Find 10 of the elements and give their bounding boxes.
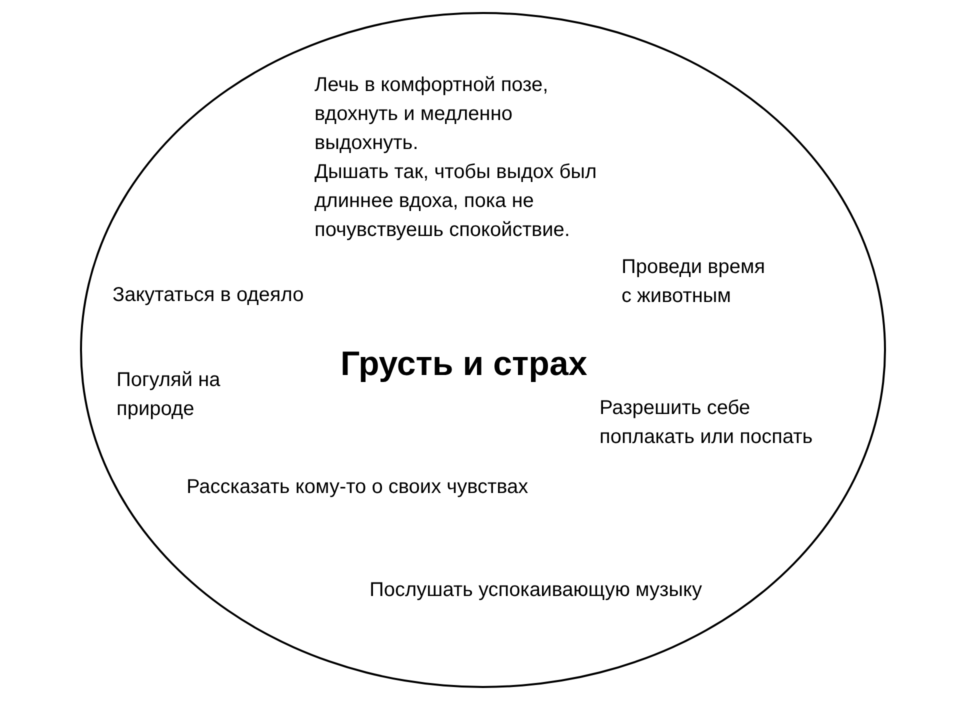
central-heading: Грусть и страх: [340, 344, 588, 384]
tip-text: Погуляй на природе: [116, 368, 222, 422]
oval-boundary: [80, 12, 886, 688]
tip-text: Закутаться в одеяло: [112, 282, 305, 308]
tip-text: Послушать успокаивающую музыку: [370, 578, 703, 602]
tip-text: Разрешить себе поплакать или поспать: [600, 396, 814, 450]
tip-text: Лечь в комфортной позе, вдохнуть и медленно выдохнуть.: [314, 72, 550, 156]
tip-text: Дышать так, чтобы выдох был длиннее вдоха, пока не почувствуешь спокойствие.: [314, 160, 598, 242]
tip-text: Проведи время с животным: [622, 254, 766, 308]
tip-text: Рассказать кому-то о своих чувствах: [186, 474, 530, 500]
